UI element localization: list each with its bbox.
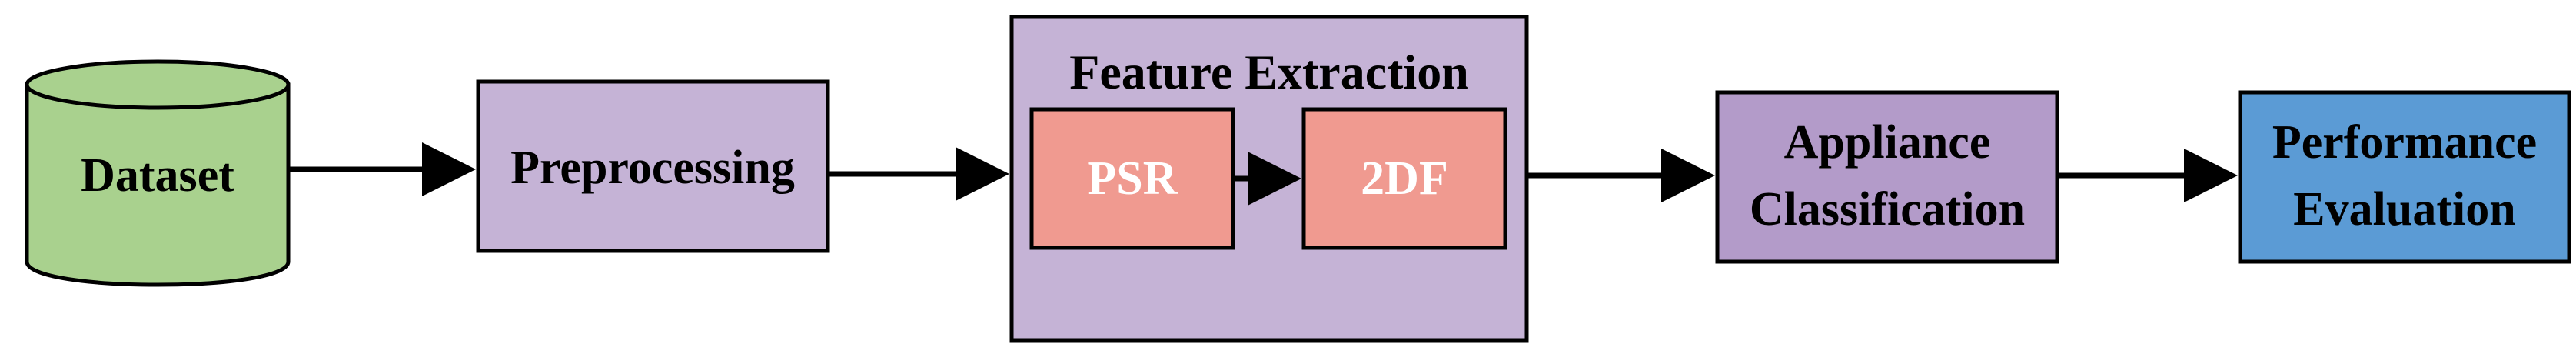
- dataset-node: Dataset: [25, 59, 291, 287]
- appliance-classification-label-line2: Classification: [1750, 183, 2025, 236]
- performance-evaluation-label-line2: Evaluation: [2293, 183, 2515, 236]
- preprocessing-box: [476, 79, 830, 253]
- 2df-node: 2DF: [1301, 107, 1507, 250]
- feature-extraction-title: Feature Extraction: [1069, 45, 1469, 99]
- dataset-cylinder-top: [25, 59, 291, 110]
- dataset-cylinder-body: [25, 82, 291, 287]
- psr-box: [1029, 107, 1235, 250]
- psr-node: PSR: [1029, 107, 1235, 250]
- feature-extraction-node: Feature Extraction PSR 2DF: [1009, 15, 1529, 343]
- preprocessing-label: Preprocessing: [510, 142, 795, 194]
- 2df-box: [1301, 107, 1507, 250]
- performance-evaluation-label-line1: Performance: [2272, 116, 2537, 169]
- appliance-classification-box: [1715, 90, 2059, 264]
- performance-evaluation-node: Performance Evaluation: [2238, 90, 2571, 264]
- performance-evaluation-box: [2238, 90, 2571, 264]
- dataset-label: Dataset: [81, 149, 234, 202]
- appliance-classification-node: Appliance Classification: [1715, 90, 2059, 264]
- 2df-label: 2DF: [1361, 152, 1448, 205]
- psr-label: PSR: [1087, 152, 1178, 205]
- preprocessing-node: Preprocessing: [476, 79, 830, 253]
- appliance-classification-label-line1: Appliance: [1784, 116, 1991, 169]
